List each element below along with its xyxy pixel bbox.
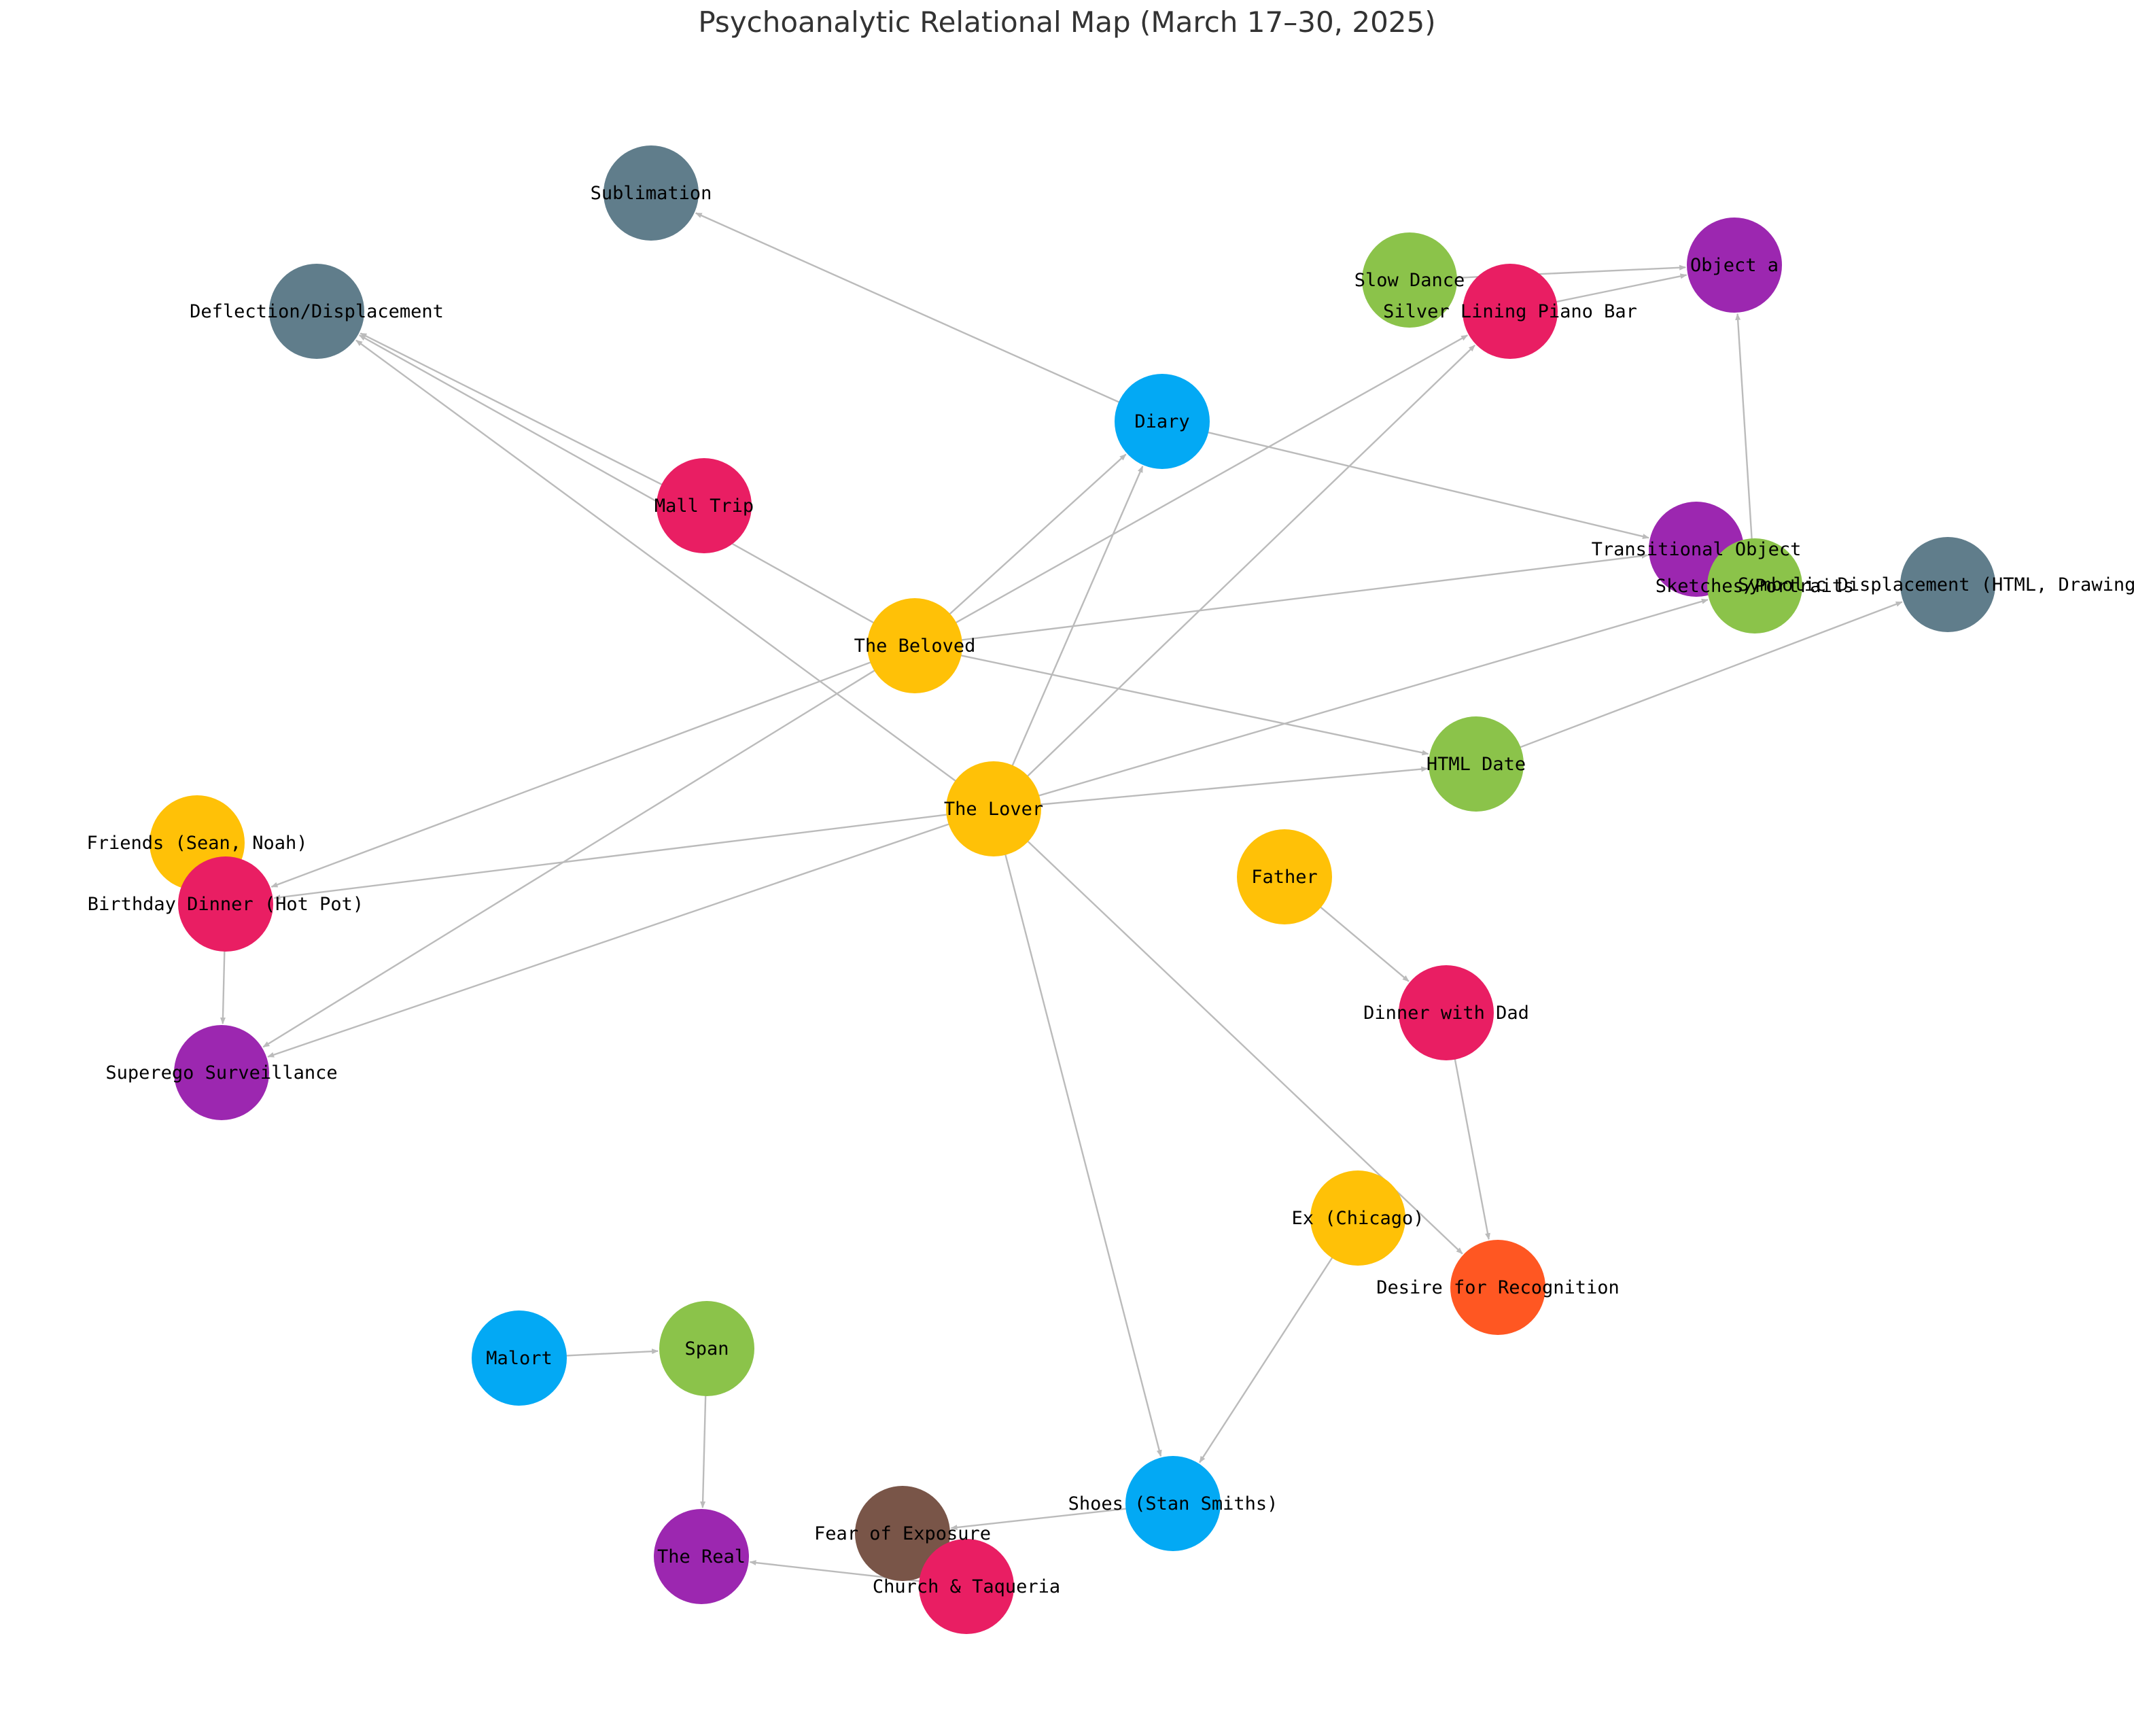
edge-lover-to-deflection xyxy=(355,339,994,810)
node-real[interactable] xyxy=(654,1509,749,1604)
node-sublimation[interactable] xyxy=(604,145,699,241)
node-span[interactable] xyxy=(659,1301,754,1396)
node-object_a[interactable] xyxy=(1687,218,1782,313)
node-superego[interactable] xyxy=(174,1025,269,1120)
edge-lover-to-html_date xyxy=(993,766,1429,810)
node-label-span: Span xyxy=(684,1338,729,1359)
node-label-recognition: Desire for Recognition xyxy=(1376,1277,1620,1298)
node-label-superego: Superego Surveillance xyxy=(105,1062,337,1083)
edge-mall_trip-to-deflection xyxy=(360,332,705,507)
node-label-mall_trip: Mall Trip xyxy=(654,496,754,517)
node-beloved[interactable] xyxy=(867,598,962,693)
edge-diary-to-sublimation xyxy=(695,212,1163,423)
node-church[interactable] xyxy=(919,1539,1014,1634)
node-label-ex: Ex (Chicago) xyxy=(1291,1208,1424,1229)
node-symbolic[interactable] xyxy=(1900,537,1995,632)
edge-html_date-to-symbolic xyxy=(1475,601,1903,765)
node-label-malort: Malort xyxy=(486,1348,553,1369)
edge-lover-to-superego xyxy=(267,808,994,1058)
node-label-dinner_dad: Dinner with Dad xyxy=(1363,1003,1529,1024)
node-mall_trip[interactable] xyxy=(657,458,752,553)
edge-lover-to-sketches xyxy=(993,598,1709,810)
edge-diary-to-transitional xyxy=(1161,420,1649,540)
node-diary[interactable] xyxy=(1115,374,1210,469)
edge-ex-to-shoes xyxy=(1199,1217,1359,1463)
edge-lover-to-shoes xyxy=(992,808,1162,1457)
node-label-transitional: Transitional Object xyxy=(1592,539,1802,560)
node-piano_bar[interactable] xyxy=(1463,264,1558,359)
node-label-birthday: Birthday Dinner (Hot Pot) xyxy=(88,894,364,915)
node-label-sublimation: Sublimation xyxy=(591,183,712,204)
edge-beloved-to-birthday xyxy=(270,644,915,888)
node-label-real: The Real xyxy=(657,1546,746,1567)
node-label-lover: The Lover xyxy=(944,799,1043,820)
node-label-slow_dance: Slow Dance xyxy=(1354,270,1465,291)
node-layer xyxy=(150,145,1995,1634)
node-dinner_dad[interactable] xyxy=(1399,965,1494,1060)
edge-lover-to-piano_bar xyxy=(993,345,1475,810)
node-deflection[interactable] xyxy=(269,264,364,359)
node-lover[interactable] xyxy=(946,761,1041,856)
diagram-title: Psychoanalytic Relational Map (March 17–… xyxy=(698,5,1436,39)
node-ex[interactable] xyxy=(1310,1170,1405,1266)
node-father[interactable] xyxy=(1237,829,1332,924)
node-shoes[interactable] xyxy=(1125,1456,1221,1551)
edge-beloved-to-transitional xyxy=(914,553,1649,647)
edge-beloved-to-deflection xyxy=(358,334,915,647)
node-label-diary: Diary xyxy=(1134,411,1189,432)
node-label-sketches: Sketches/Portraits xyxy=(1656,576,1855,597)
node-label-friends: Friends (Sean, Noah) xyxy=(86,833,307,854)
node-fear[interactable] xyxy=(855,1486,950,1581)
node-label-piano_bar: Silver Lining Piano Bar xyxy=(1383,301,1637,322)
node-label-father: Father xyxy=(1251,867,1318,888)
edge-beloved-to-html_date xyxy=(914,644,1429,756)
node-slow_dance[interactable] xyxy=(1362,232,1457,328)
edge-beloved-to-superego xyxy=(262,644,915,1048)
node-label-symbolic: Symbolic Displacement (HTML, Drawings) xyxy=(1738,574,2134,595)
node-html_date[interactable] xyxy=(1429,716,1524,812)
node-label-object_a: Object a xyxy=(1690,255,1779,276)
edge-lover-to-birthday xyxy=(273,808,994,901)
node-label-church: Church & Taqueria xyxy=(873,1576,1060,1597)
node-label-beloved: The Beloved xyxy=(854,636,976,657)
edge-lover-to-diary xyxy=(992,466,1144,810)
node-malort[interactable] xyxy=(472,1310,567,1406)
node-label-shoes: Shoes (Stan Smiths) xyxy=(1068,1493,1278,1514)
node-recognition[interactable] xyxy=(1450,1240,1545,1335)
node-label-html_date: HTML Date xyxy=(1427,754,1526,775)
edge-beloved-to-piano_bar xyxy=(914,334,1469,647)
edge-layer xyxy=(220,212,1903,1588)
node-sketches[interactable] xyxy=(1707,538,1802,633)
node-label-deflection: Deflection/Displacement xyxy=(190,301,444,322)
node-birthday[interactable] xyxy=(178,856,273,952)
node-label-fear: Fear of Exposure xyxy=(814,1523,991,1544)
